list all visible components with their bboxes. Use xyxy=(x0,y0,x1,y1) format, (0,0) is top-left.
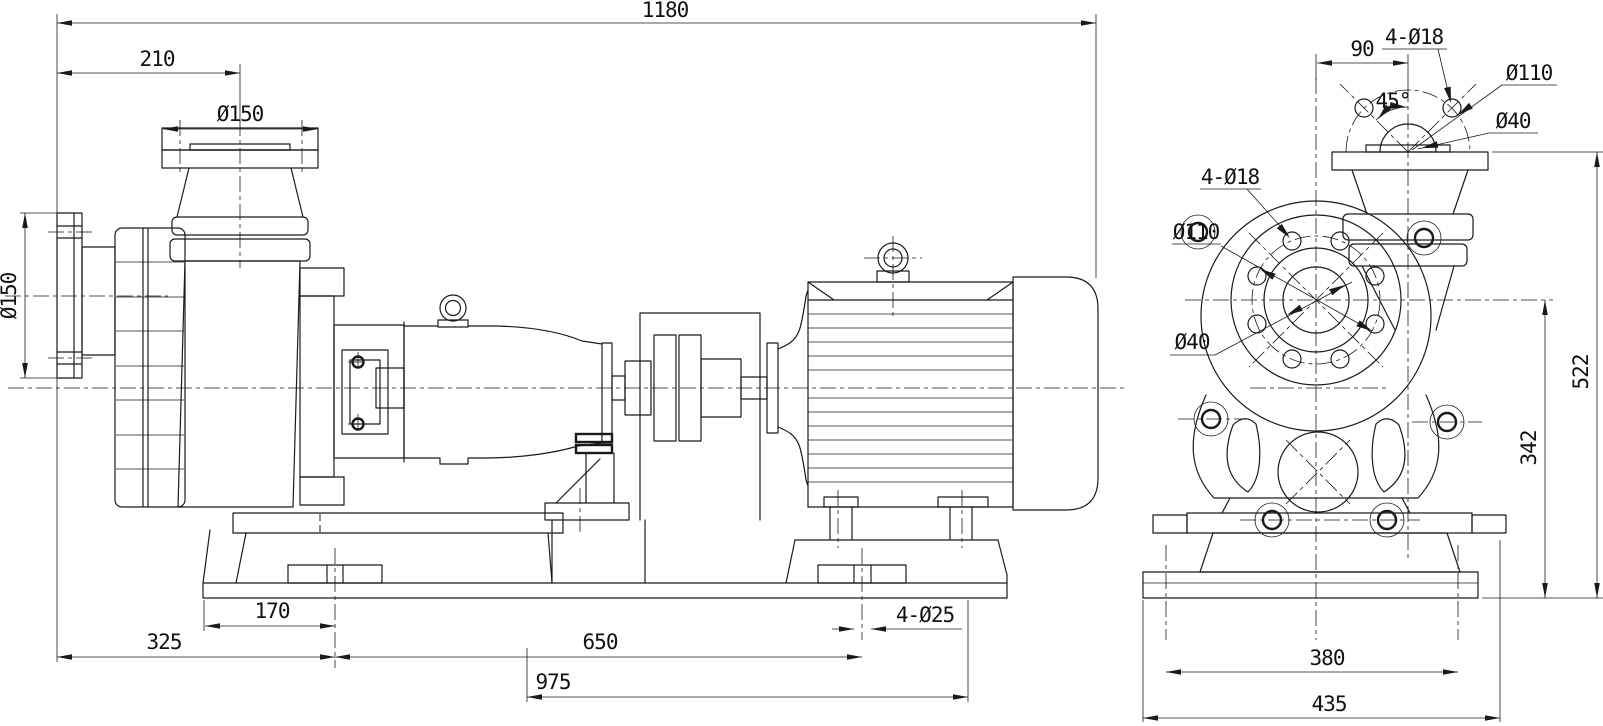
dim-discharge-bolt-angle: 45° xyxy=(1376,89,1411,113)
motor-cooling-fins xyxy=(808,313,1013,483)
bolt-hole-icon xyxy=(1442,98,1462,118)
drain-boss xyxy=(1277,431,1359,513)
shaft-coupling xyxy=(611,334,768,442)
seal-housing xyxy=(333,324,405,459)
dim-discharge-bolt-holes: 4-Ø18 xyxy=(1385,25,1444,49)
coupling-disc-left xyxy=(653,334,677,442)
motor-foot-rear xyxy=(937,496,989,508)
casing-rear-tab-bottom xyxy=(299,476,345,506)
web-cutout xyxy=(1226,418,1261,493)
dim-suction-flange-dia: Ø150 xyxy=(0,272,21,319)
casing-bolt-boss xyxy=(1180,214,1465,538)
web-cutout xyxy=(1371,418,1406,493)
motor-body xyxy=(807,281,1014,508)
bolt-hole-icon xyxy=(1282,349,1302,369)
coupling-hub-left xyxy=(624,360,652,416)
bolt-hole-icon xyxy=(1330,349,1350,369)
dim-slot-spacing: 650 xyxy=(583,630,618,654)
pump-foot-pocket xyxy=(232,512,321,534)
dim-suction-to-discharge: 210 xyxy=(140,47,175,71)
casing-rear-plate xyxy=(299,295,335,478)
bolt-hole-icon xyxy=(1330,231,1350,251)
dim-slot-to-base-end: 975 xyxy=(536,670,571,694)
dim-suction-bolt-circle: Ø110 xyxy=(1173,220,1220,244)
dim-base-slot-spacing: 380 xyxy=(1310,646,1345,670)
dim-suction-to-slot: 325 xyxy=(147,630,182,654)
motor-bell-top xyxy=(777,289,809,350)
motor-foot-front xyxy=(823,496,859,508)
coupling-guard xyxy=(639,312,761,521)
side-view-dimensions: 1180 210 Ø150 Ø150 170 325 650 975 4-Ø2 xyxy=(0,0,1097,702)
bolt-hole-icon xyxy=(1247,266,1267,286)
dim-discharge-offset: 90 xyxy=(1350,37,1374,61)
eyebolt-base xyxy=(437,319,469,328)
bolt-hole-icon xyxy=(1365,266,1385,286)
base-slab xyxy=(1142,571,1479,599)
discharge-bolt-circle-diagram: 45° xyxy=(1339,83,1477,153)
dim-discharge-bolt-circle: Ø110 xyxy=(1506,61,1553,85)
discharge-collar-upper xyxy=(171,216,309,236)
motor-bell-bottom xyxy=(777,426,809,487)
suction-flange xyxy=(48,212,116,379)
foot-tab-right xyxy=(1471,514,1507,534)
pump-front-cover xyxy=(114,227,186,508)
dim-suction-bore: Ø40 xyxy=(1175,330,1210,354)
foot-tab-left xyxy=(1152,514,1188,534)
dim-anchor-slots: 4-Ø25 xyxy=(896,603,954,627)
dim-overall-length: 1180 xyxy=(642,0,689,22)
front-discharge-flange xyxy=(1331,144,1489,331)
motor-flange xyxy=(766,342,779,434)
dim-discharge-bore: Ø40 xyxy=(1496,109,1531,133)
casing-rear-tab-top xyxy=(299,267,345,297)
bearing-frame xyxy=(403,294,630,532)
dim-overall-height: 522 xyxy=(1569,355,1593,390)
baseplate xyxy=(202,512,1008,668)
lifting-eyebolt-icon xyxy=(439,294,467,322)
frame-support-foot xyxy=(544,502,630,521)
suction-bolt-circle xyxy=(1251,235,1381,365)
fan-cowl xyxy=(1012,276,1099,511)
bolt-hole-icon xyxy=(1354,98,1374,118)
suction-bore xyxy=(1282,266,1350,334)
dim-suction-bolt-holes: 4-Ø18 xyxy=(1201,165,1260,189)
front-view-dimensions: 90 4-Ø18 Ø110 Ø40 4-Ø18 Ø110 Ø40 xyxy=(1142,25,1603,722)
bracket-foot-plate xyxy=(1186,512,1473,534)
pedestal xyxy=(1199,532,1461,573)
electric-motor xyxy=(766,236,1099,548)
side-view: 1180 210 Ø150 Ø150 170 325 650 975 4-Ø2 xyxy=(0,0,1128,702)
front-suction-flange xyxy=(1230,214,1402,386)
pump-foot-plate xyxy=(232,512,564,534)
frame-end-flange xyxy=(601,342,613,444)
suction-hub xyxy=(81,246,116,356)
dim-base-edge-to-slot: 170 xyxy=(255,599,290,623)
bolt-hole-icon xyxy=(1282,231,1302,251)
front-view: 45° xyxy=(1142,25,1603,722)
dim-base-width: 435 xyxy=(1312,692,1347,716)
dim-discharge-flange-dia: Ø150 xyxy=(217,102,264,126)
bolt-hole-icon xyxy=(1365,314,1385,334)
dim-axis-height: 342 xyxy=(1517,431,1541,466)
volute-support-bracket xyxy=(1178,214,1482,538)
front-pedestal-base xyxy=(1142,512,1507,640)
pump-casing xyxy=(177,260,345,508)
volute-casing-outline xyxy=(1200,200,1432,432)
